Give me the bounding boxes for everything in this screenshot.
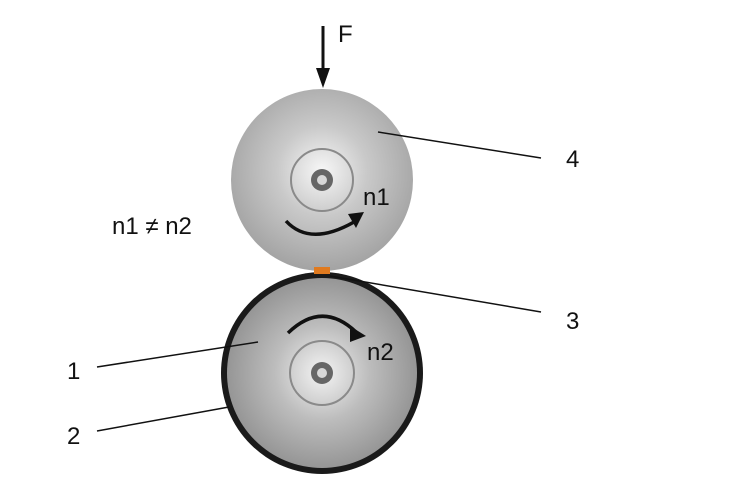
top-roller-inner-ring (290, 148, 354, 212)
bottom-rotation-arrow (286, 314, 358, 335)
force-arrow (316, 26, 330, 88)
bottom-roller-inner-ring (289, 340, 355, 406)
speed-top-label: n1 (363, 184, 390, 211)
force-label: F (338, 21, 353, 48)
top-roller (231, 89, 413, 271)
top-rotation-arrow (284, 219, 355, 236)
speed-bottom-label: n2 (367, 339, 394, 366)
callout-number-4: 4 (566, 146, 579, 173)
callout-line-1 (96, 341, 259, 368)
callout-number-3: 3 (566, 308, 579, 335)
callout-line-4 (377, 131, 542, 159)
bottom-roller (221, 272, 423, 474)
callout-line-2 (96, 406, 230, 432)
callout-number-2: 2 (67, 423, 80, 450)
callout-number-1: 1 (67, 358, 80, 385)
nip-material (314, 267, 330, 274)
relation-label: n1 ≠ n2 (112, 213, 192, 240)
callout-line-3 (329, 275, 542, 313)
